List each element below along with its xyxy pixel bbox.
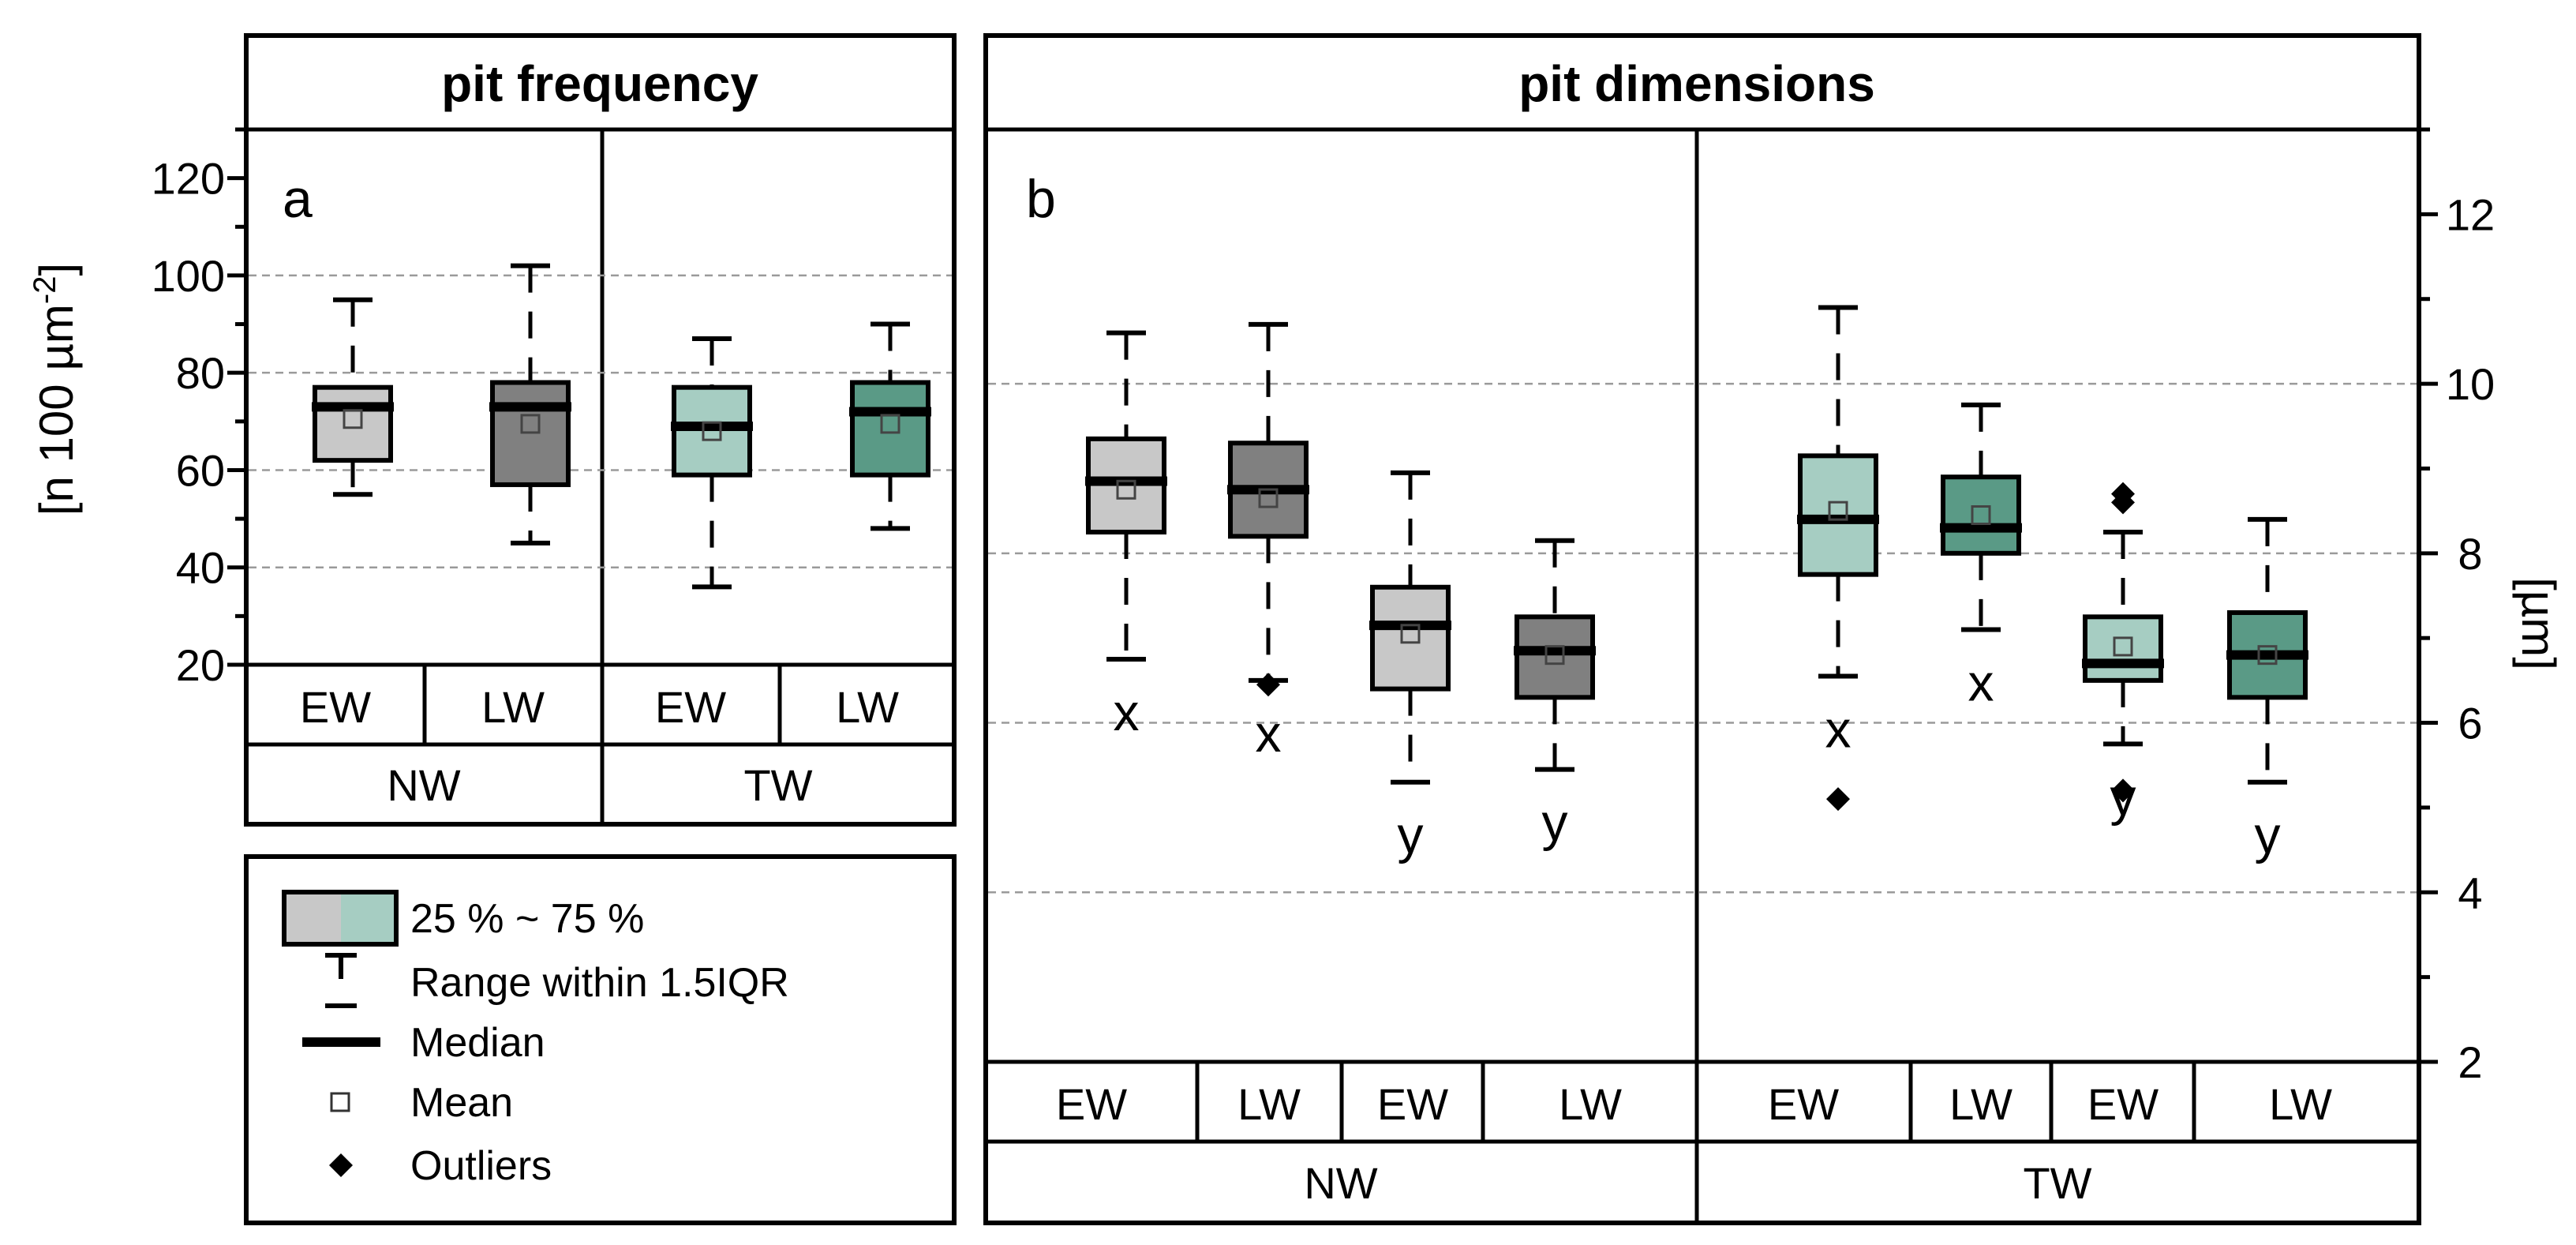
mean-marker [520, 414, 541, 434]
box-plot [312, 297, 394, 497]
mean-marker [1971, 505, 1991, 526]
outlier-marker [1256, 673, 1280, 697]
y-tick-label: 8 [2458, 529, 2482, 579]
ylabel-close: ] [30, 263, 83, 276]
box-plot [849, 321, 931, 531]
panel-a-cat-label: EW [300, 682, 371, 732]
panel-b-y-axis-label: [µm] [2512, 577, 2565, 670]
panel-b-cat-label: EW [2087, 1079, 2159, 1129]
panel-b-group-label: TW [2023, 1158, 2091, 1208]
box-plot [671, 336, 753, 590]
panel-b-title: pit dimensions [1518, 55, 1875, 112]
y-tick-label: 40 [176, 543, 225, 593]
panel-a-label: a [283, 169, 313, 229]
y-tick-label: 120 [152, 154, 225, 204]
panel-b: pit dimensions b 2 4 6 8 10 12 x x y y x x y y EW LW… [983, 33, 2565, 1225]
y-tick-label: 12 [2446, 189, 2495, 239]
box-plot: y [1369, 470, 1451, 864]
legend-mean-symbol [330, 1092, 350, 1112]
iqr-box [1370, 584, 1451, 692]
legend-whisker-symbol [325, 953, 357, 1008]
iqr-box [1515, 614, 1595, 700]
y-tick-label: 10 [2446, 359, 2495, 409]
panel-b-cat-label: EW [1377, 1079, 1448, 1129]
legend-label-median: Median [410, 1020, 545, 1066]
box-plot: x [1797, 305, 1879, 812]
mean-marker [1258, 488, 1279, 508]
box-plot: y [1514, 538, 1596, 852]
y-tick-label: 60 [176, 445, 225, 495]
legend-frame [244, 854, 957, 1225]
significance-letter: y [1542, 793, 1568, 852]
box-plot: y [2082, 482, 2164, 826]
ylabel-main: [n 100 µm [30, 304, 83, 516]
legend-label-mean: Mean [410, 1080, 513, 1126]
panel-b-group-label: NW [1304, 1158, 1377, 1208]
panel-b-frame [983, 33, 2421, 1225]
legend-swatch-right [341, 892, 396, 944]
significance-letter: y [2110, 767, 2136, 826]
panel-b-cat-label: LW [2269, 1079, 2332, 1129]
panel-a-y-axis-label: [n 100 µm-2] [28, 263, 83, 516]
iqr-box [2083, 614, 2163, 683]
mean-marker [1400, 624, 1421, 644]
mean-marker [343, 409, 363, 429]
legend-swatch-left [284, 892, 341, 944]
panel-a-group-label: TW [743, 760, 812, 810]
mean-marker [1116, 479, 1136, 500]
significance-letter: x [1825, 699, 1852, 758]
mean-marker [2257, 645, 2278, 666]
legend-label-outlier: Outliers [410, 1143, 552, 1189]
significance-letter: y [1398, 806, 1424, 864]
y-tick-label: 4 [2458, 868, 2482, 917]
significance-letter: x [1968, 653, 1994, 711]
mean-marker [1828, 501, 1848, 521]
panel-b-cat-label: LW [1237, 1079, 1301, 1129]
y-tick-label: 20 [176, 640, 225, 690]
y-tick-label: 6 [2458, 699, 2482, 748]
legend-box-swatch [282, 890, 399, 947]
ylabel-superscript: -2 [28, 276, 62, 305]
iqr-box [850, 380, 930, 478]
mean-marker [702, 421, 722, 441]
panel-a-cat-label: LW [836, 682, 899, 732]
y-tick-label: 80 [176, 348, 225, 398]
box-plot: x [1085, 330, 1167, 741]
panel-a-cat-label: LW [481, 682, 545, 732]
outlier-marker [1826, 787, 1850, 812]
panel-b-label: b [1026, 169, 1056, 229]
box-plot [489, 263, 571, 546]
panel-a-title: pit frequency [441, 55, 758, 112]
significance-letter: x [1256, 704, 1282, 763]
mean-marker [880, 414, 900, 434]
outlier-marker [2111, 482, 2135, 506]
legend-outlier-symbol [329, 1153, 353, 1177]
panel-a-group-label: NW [387, 760, 460, 810]
iqr-box [672, 384, 752, 478]
box-plot: x [1227, 321, 1309, 763]
significance-letter: x [1114, 683, 1140, 741]
legend: 25 % ~ 75 % Range within 1.5IQR Median M… [244, 854, 957, 1225]
significance-letter: y [2255, 806, 2281, 864]
iqr-box [1941, 474, 2021, 556]
panel-b-cat-label: EW [1768, 1079, 1839, 1129]
mean-marker [2113, 636, 2133, 657]
y-tick-label: 100 [152, 251, 225, 301]
outlier-marker [2111, 778, 2135, 803]
panel-a-cat-label: EW [655, 682, 726, 732]
iqr-box [313, 384, 393, 463]
mean-marker [1544, 645, 1565, 666]
y-tick-label: 2 [2458, 1037, 2482, 1087]
panel-b-cat-label: EW [1056, 1079, 1127, 1129]
panel-b-cat-label: LW [1559, 1079, 1622, 1129]
box-plot: x [1940, 402, 2022, 711]
legend-label-whisker: Range within 1.5IQR [410, 960, 789, 1006]
panel-b-cat-label: LW [1949, 1079, 2012, 1129]
legend-label-box: 25 % ~ 75 % [410, 896, 644, 942]
legend-swatch-border [282, 890, 399, 947]
box-plot: y [2226, 516, 2308, 864]
